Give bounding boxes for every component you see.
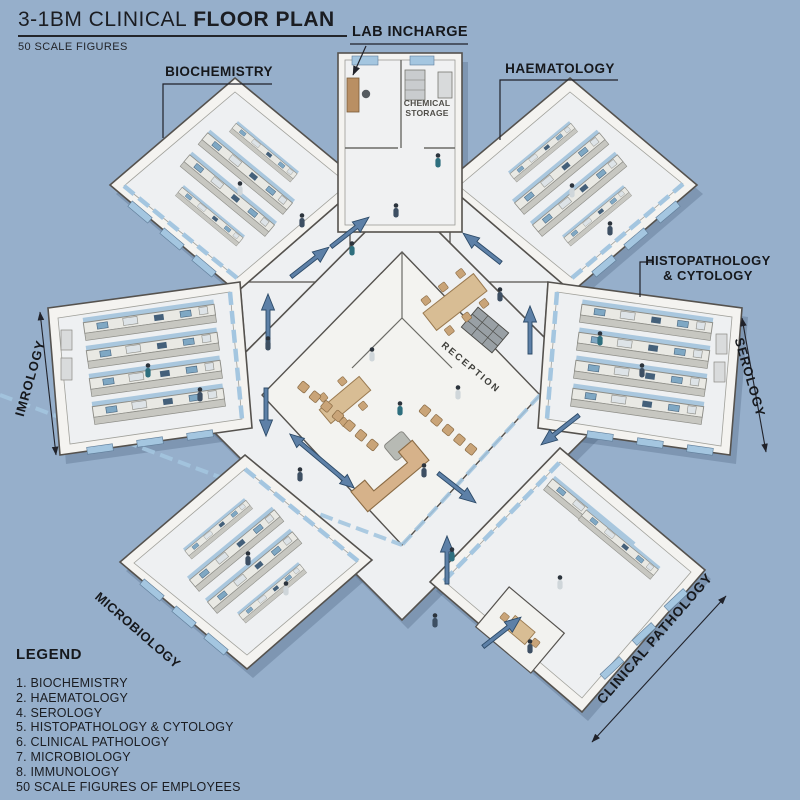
wing-biochemistry [108, 76, 364, 294]
legend-item: 5. HISTOPATHOLOGY & CYTOLOGY [16, 720, 234, 735]
legend-item: 2. HAEMATOLOGY [16, 690, 129, 705]
wing-immunology [47, 281, 253, 456]
label-histopathology: HISTOPATHOLOGY & CYTOLOGY [645, 253, 771, 284]
legend: LEGEND 1. BIOCHEMISTRY 2. HAEMATOLOGY 4.… [16, 646, 241, 794]
legend-item: 50 SCALE FIGURES OF EMPLOYEES [16, 779, 241, 794]
label-haematology: HAEMATOLOGY [505, 61, 615, 76]
page-subtitle: 50 SCALE FIGURES [18, 41, 128, 53]
label-chemical-storage: CHEMICAL STORAGE [403, 98, 451, 119]
legend-item: 7. MICROBIOLOGY [16, 749, 131, 764]
label-lab-incharge: LAB INCHARGE [352, 24, 468, 40]
legend-item: 8. IMMUNOLOGY [16, 764, 120, 779]
reception-desk [350, 439, 430, 513]
title-regular: 3-1BM CLINICAL [18, 8, 188, 31]
dimension-lines [37, 311, 768, 743]
legend-list: 1. BIOCHEMISTRY 2. HAEMATOLOGY 4. SEROLO… [16, 676, 241, 794]
legend-item: 1. BIOCHEMISTRY [16, 676, 128, 690]
legend-item: 4. SEROLOGY [16, 705, 103, 720]
waiting-table [317, 375, 372, 428]
label-biochemistry: BIOCHEMISTRY [165, 64, 273, 79]
room-lab-incharge [337, 52, 463, 233]
legend-item: 6. CLINICAL PATHOLOGY [16, 735, 170, 750]
conference-table [420, 267, 490, 337]
wing-histopathology [537, 281, 743, 456]
leader-lines [162, 43, 654, 297]
legend-heading: LEGEND [16, 646, 83, 663]
title-bold: FLOOR PLAN [193, 8, 335, 31]
